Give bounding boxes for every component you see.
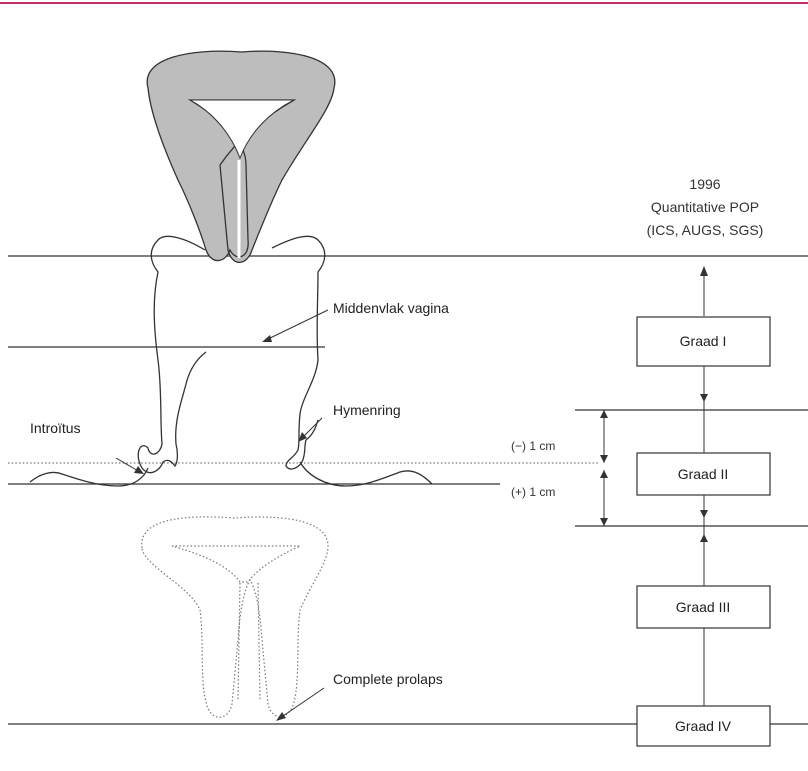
grade-box-3: Graad III [637,586,770,628]
label-hymenring: Hymenring [333,402,401,418]
label-introitus: Introïtus [30,420,81,436]
grade-label-1: Graad I [680,333,727,349]
grade-box-4: Graad IV [637,706,770,746]
grade-label-4: Graad IV [675,718,732,734]
label-plus-1-cm: (+) 1 cm [511,485,555,499]
label-middenvlak-vagina: Middenvlak vagina [333,300,449,316]
grade-label-2: Graad II [678,466,729,482]
label-minus-1-cm: (−) 1 cm [511,439,555,453]
cm-brackets [600,410,608,526]
grade-label-3: Graad III [676,599,730,615]
uterus-illustration [147,51,335,262]
prolapsed-uterus-illustration [142,517,328,717]
pointer-arrows [116,310,328,721]
grade-box-1: Graad I [637,317,770,366]
header-year: 1996 [689,176,720,192]
vagina-outline [30,236,432,486]
grade-box-2: Graad II [637,453,770,495]
header-orgs: (ICS, AUGS, SGS) [647,222,764,238]
label-complete-prolaps: Complete prolaps [333,671,443,687]
header-title: Quantitative POP [651,199,759,215]
